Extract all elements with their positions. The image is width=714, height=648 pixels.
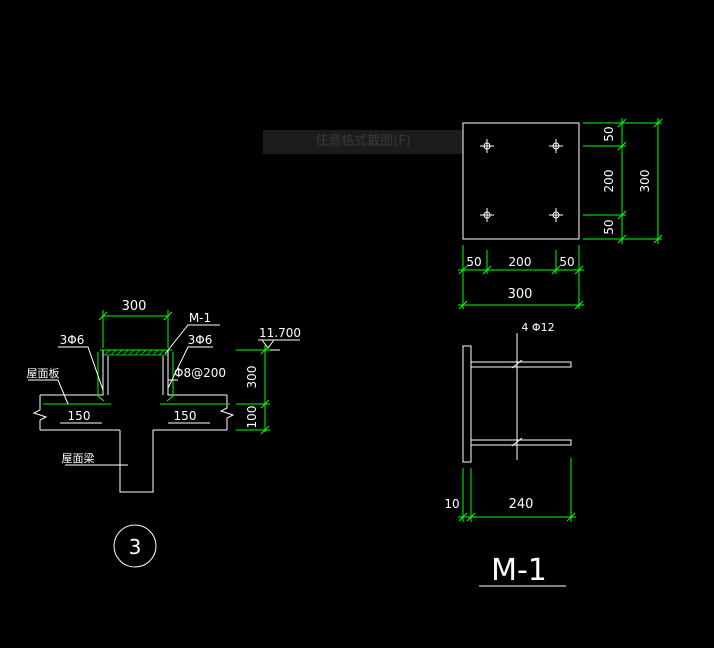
plate-label: M-1 xyxy=(189,311,211,325)
dim-right-inner: 150 xyxy=(174,409,197,423)
plan-dim-mid-gap: 200 xyxy=(602,170,616,193)
plan-dim-h-right: 50 xyxy=(559,255,574,269)
anchor-bars xyxy=(470,361,572,446)
dim-top xyxy=(98,310,173,348)
plan-dim-total: 300 xyxy=(638,170,652,193)
plan-dim-h-mid: 200 xyxy=(509,255,532,269)
dim-top-label: 300 xyxy=(122,299,147,314)
anchor-leader xyxy=(511,333,523,460)
dim-height-upper: 300 xyxy=(245,366,259,389)
detail-3: 300 xyxy=(27,299,301,568)
plan-dim-horizontal xyxy=(458,245,584,310)
roof-beam-label: 屋面梁 xyxy=(62,451,95,465)
detail-marker-number: 3 xyxy=(129,535,142,559)
plate-outline xyxy=(462,122,580,240)
drawing-title: M-1 xyxy=(491,553,547,588)
anchor-label: 4 Φ12 xyxy=(521,321,554,334)
rebar-right-label: 3Φ6 xyxy=(188,333,213,347)
plan-dim-vertical xyxy=(583,118,663,244)
plan-dim-h-total: 300 xyxy=(508,287,533,302)
side-plate xyxy=(462,345,472,463)
roof-slab-label: 屋面板 xyxy=(27,366,60,380)
detail-marker-circle xyxy=(113,524,157,568)
plate-plan: 50 200 50 300 50 200 50 300 xyxy=(458,118,663,310)
dim-height-lower: 100 xyxy=(245,406,259,429)
elevation-label: 11.700 xyxy=(259,326,301,340)
dim-left-inner: 150 xyxy=(68,409,91,423)
concrete-outline xyxy=(32,350,235,493)
plate-side: 4 Φ12 10 240 xyxy=(444,321,576,522)
dim-vertical xyxy=(236,345,270,435)
stirrup-label: Φ8@200 xyxy=(174,366,226,380)
side-dim-length: 240 xyxy=(509,497,534,512)
plan-dim-bottom-gap: 50 xyxy=(602,219,616,234)
rebar-left-label: 3Φ6 xyxy=(60,333,85,347)
side-dim-thickness: 10 xyxy=(444,497,459,511)
side-dims xyxy=(458,458,576,522)
plan-dim-top-gap: 50 xyxy=(602,126,616,141)
rebar xyxy=(43,349,230,405)
elevation-marker xyxy=(236,339,300,351)
screenshot-tooltip: 任意格式截图(F) xyxy=(263,130,463,154)
anchor-holes xyxy=(480,139,563,222)
leaders xyxy=(28,324,220,466)
plan-dim-h-left: 50 xyxy=(466,255,481,269)
